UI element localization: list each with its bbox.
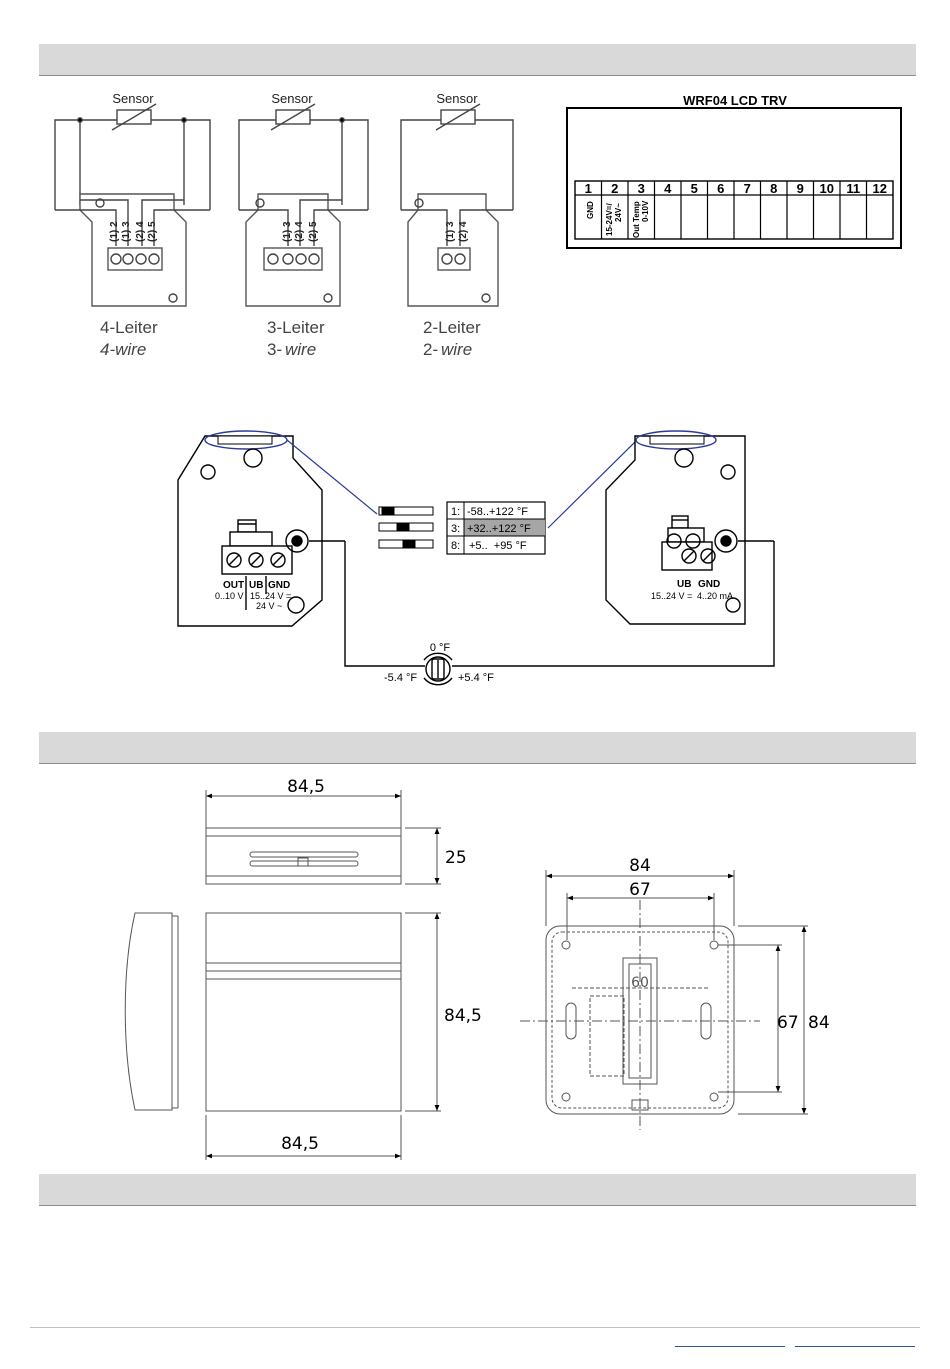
back-outer-height-dimension: 84 — [808, 1013, 830, 1033]
back-outer-width-dimension: 84 — [629, 856, 651, 876]
terminal-label: (2) 5 — [308, 221, 319, 242]
wire-label-en: wire — [285, 340, 316, 359]
wiring-diagram-4-wire: Sensor — [54, 91, 211, 307]
wire-label-en: 4-wire — [100, 340, 146, 359]
terminal-2-label-b: 24V~ — [614, 203, 623, 222]
supply-ac-label: 24 V ~ — [256, 601, 282, 611]
terminal-label: (1) 3 — [445, 221, 456, 242]
wire-label-en-prefix: 3- — [267, 340, 282, 359]
terminal-label: (2) 4 — [458, 221, 469, 242]
terminal-2-label: 15-24V=/ — [605, 203, 614, 236]
footer-divider — [30, 1327, 920, 1328]
section-header-1 — [39, 44, 916, 76]
range-row-value: -58..+122 °F — [467, 506, 528, 518]
terminal-3-label-b: 0-10V — [641, 200, 650, 222]
range-row-num: 8: — [451, 540, 460, 552]
terminal-label: (1) 3 — [121, 221, 132, 242]
terminal-number: 8 — [770, 181, 777, 196]
right-board — [452, 430, 775, 667]
terminal-number: 6 — [717, 181, 724, 196]
terminal-label: (1) 2 — [109, 221, 120, 242]
terminal-number: 12 — [873, 181, 887, 196]
jumper-header-left — [217, 435, 273, 445]
terminal-gnd-label: GND — [698, 579, 720, 590]
footer-link-2[interactable] — [795, 1346, 915, 1347]
section-header-2 — [39, 732, 916, 764]
out-signal-label: 0..10 V — [215, 591, 244, 601]
front-width-dimension: 84,5 — [281, 1134, 319, 1154]
supply-dc-label: 15..24 V = — [651, 591, 692, 601]
terminal-3-label: Out Temp — [632, 201, 641, 238]
footer-link-1[interactable] — [675, 1346, 785, 1347]
terminal-ub-label: UB — [249, 580, 263, 591]
range-row-value: +5.. +95 °F — [469, 540, 527, 552]
current-signal-label: 4..20 mA — [697, 591, 733, 601]
supply-dc-label: 15..24 V = — [250, 591, 291, 601]
terminal-label: (1) 3 — [282, 221, 293, 242]
offset-plus-label: +5.4 °F — [458, 672, 494, 684]
wiring-diagram-2-wire: Sensor — [400, 91, 514, 307]
terminal-table-title: WRF04 LCD TRV — [683, 93, 787, 108]
terminal-number: 5 — [691, 181, 698, 196]
dimension-front-view — [124, 912, 441, 1160]
terminal-number: 4 — [664, 181, 672, 196]
terminal-number: 7 — [744, 181, 751, 196]
terminal-label: (2) 5 — [147, 221, 158, 242]
terminal-1-label: GND — [586, 201, 595, 219]
jumper-header-right — [649, 435, 705, 445]
wire-label-en-prefix: 2- — [423, 340, 438, 359]
jumper-settings — [378, 506, 434, 549]
back-slot-dimension: 60 — [631, 975, 649, 991]
top-height-dimension: 25 — [445, 848, 467, 868]
wiring-diagram-3-wire: Sensor — [238, 91, 369, 307]
terminal-out-label: OUT — [223, 580, 244, 591]
offset-center-label: 0 °F — [430, 642, 451, 654]
offset-potentiometer — [423, 652, 453, 686]
terminal-number: 10 — [820, 181, 834, 196]
terminal-label: (2) 4 — [135, 221, 146, 242]
sensor-label: Sensor — [271, 91, 313, 106]
terminal-number: 9 — [797, 181, 804, 196]
terminal-label: (2) 4 — [294, 221, 305, 242]
sensor-label: Sensor — [436, 91, 478, 106]
terminal-gnd-label: GND — [268, 580, 290, 591]
wire-label-de: 3-Leiter — [267, 318, 325, 337]
top-width-dimension: 84,5 — [287, 777, 325, 797]
terminal-number: 2 — [611, 181, 618, 196]
terminal-number: 1 — [585, 181, 592, 196]
section-header-3 — [39, 1174, 916, 1206]
dimension-top-view — [205, 790, 441, 885]
back-inner-width-dimension: 67 — [629, 880, 651, 900]
range-row-value-selected: +32..+122 °F — [467, 523, 531, 535]
front-height-dimension: 84,5 — [444, 1006, 482, 1026]
left-board — [177, 430, 425, 667]
dimension-back-view — [520, 870, 808, 1130]
offset-minus-label: -5.4 °F — [384, 672, 417, 684]
sensor-label: Sensor — [112, 91, 154, 106]
wire-label-de: 2-Leiter — [423, 318, 481, 337]
wire-label-en: wire — [441, 340, 472, 359]
range-row-num: 3: — [451, 523, 460, 535]
back-inner-height-dimension: 67 — [777, 1013, 799, 1033]
range-table: 1: -58..+122 °F 3: +32..+122 °F 8: +5.. … — [446, 501, 546, 555]
wire-label-de: 4-Leiter — [100, 318, 158, 337]
terminal-number: 3 — [638, 181, 645, 196]
terminal-number: 11 — [846, 181, 860, 196]
terminal-ub-label: UB — [677, 579, 691, 590]
range-row-num: 1: — [451, 506, 460, 518]
